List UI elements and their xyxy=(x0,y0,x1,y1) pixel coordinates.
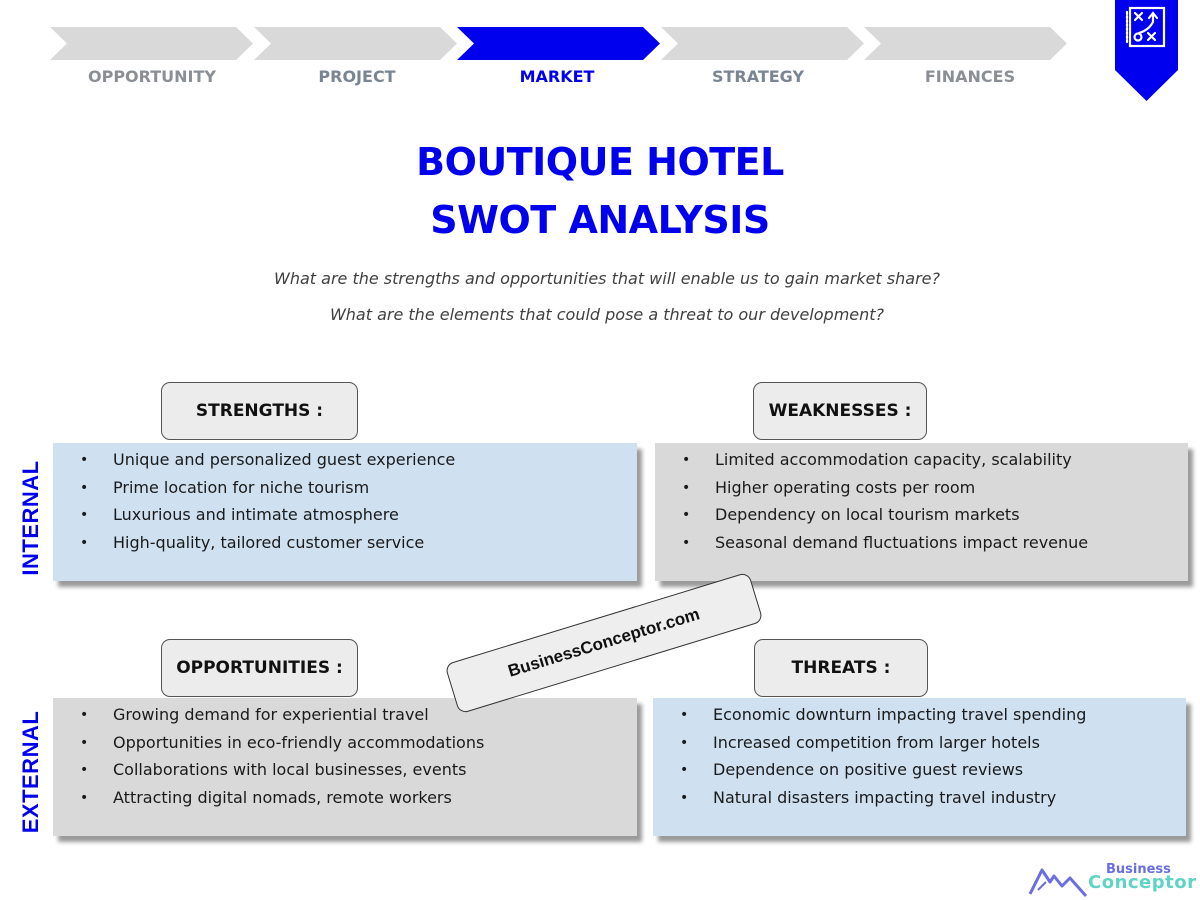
list-item: Seasonal demand fluctuations impact reve… xyxy=(655,532,1188,560)
watermark-stamp: BusinessConceptor.com xyxy=(444,571,764,715)
step-label-strategy[interactable]: STRATEGY xyxy=(711,67,805,86)
list-item: Higher operating costs per room xyxy=(655,477,1188,505)
opportunities-box: Growing demand for experiential travel O… xyxy=(53,698,637,836)
threats-heading: THREATS : xyxy=(754,639,928,697)
logo-text-business: Business xyxy=(1106,862,1171,877)
list-item: Luxurious and intimate atmosphere xyxy=(53,504,637,532)
opportunities-list: Growing demand for experiential travel O… xyxy=(53,704,637,814)
list-item: Unique and personalized guest experience xyxy=(53,449,637,477)
step-label-finances[interactable]: FINANCES xyxy=(924,67,1016,86)
strategy-play-icon xyxy=(1125,6,1166,48)
list-item: Attracting digital nomads, remote worker… xyxy=(53,787,637,815)
chevron-arrow-icon xyxy=(254,27,457,60)
weaknesses-list: Limited accommodation capacity, scalabil… xyxy=(655,449,1188,559)
brand-logo[interactable]: Business Conceptor xyxy=(1028,858,1196,898)
weaknesses-box: Limited accommodation capacity, scalabil… xyxy=(655,443,1188,581)
list-item: Dependence on positive guest reviews xyxy=(653,759,1186,787)
mountain-logo-icon xyxy=(1028,868,1088,897)
page-title-line2: SWOT ANALYSIS xyxy=(430,198,770,242)
list-item: High-quality, tailored customer service xyxy=(53,532,637,560)
logo-text-conceptor: Conceptor xyxy=(1088,872,1197,893)
section-badge xyxy=(1115,0,1178,101)
page-title-line1: BOUTIQUE HOTEL xyxy=(416,140,784,184)
step-market[interactable] xyxy=(457,27,660,60)
axis-label-external: EXTERNAL xyxy=(18,710,43,834)
threats-box: Economic downturn impacting travel spend… xyxy=(653,698,1186,836)
step-label-project[interactable]: PROJECT xyxy=(318,67,396,86)
axis-label-internal: INTERNAL xyxy=(18,460,43,576)
weaknesses-heading: WEAKNESSES : xyxy=(753,382,927,440)
step-label-opportunity[interactable]: OPPORTUNITY xyxy=(87,67,216,86)
step-finances[interactable] xyxy=(864,27,1067,60)
list-item: Natural disasters impacting travel indus… xyxy=(653,787,1186,815)
strengths-box: Unique and personalized guest experience… xyxy=(53,443,637,581)
subtitle-question-2: What are the elements that could pose a … xyxy=(329,305,885,324)
list-item: Dependency on local tourism markets xyxy=(655,504,1188,532)
list-item: Prime location for niche tourism xyxy=(53,477,637,505)
step-project[interactable] xyxy=(254,27,457,60)
list-item: Collaborations with local businesses, ev… xyxy=(53,759,637,787)
list-item: Economic downturn impacting travel spend… xyxy=(653,704,1186,732)
chevron-arrow-icon xyxy=(661,27,864,60)
list-item: Growing demand for experiential travel xyxy=(53,704,637,732)
chevron-arrow-icon xyxy=(457,27,660,60)
list-item: Increased competition from larger hotels xyxy=(653,732,1186,760)
list-item: Limited accommodation capacity, scalabil… xyxy=(655,449,1188,477)
step-opportunity[interactable] xyxy=(50,27,253,60)
step-label-market[interactable]: MARKET xyxy=(519,67,595,86)
chevron-arrow-icon xyxy=(50,27,253,60)
threats-list: Economic downturn impacting travel spend… xyxy=(653,704,1186,814)
strengths-list: Unique and personalized guest experience… xyxy=(53,449,637,559)
subtitle-question-1: What are the strengths and opportunities… xyxy=(274,269,940,288)
opportunities-heading: OPPORTUNITIES : xyxy=(161,639,358,697)
step-strategy[interactable] xyxy=(661,27,864,60)
chevron-arrow-icon xyxy=(864,27,1067,60)
strengths-heading: STRENGTHS : xyxy=(161,382,358,440)
list-item: Opportunities in eco-friendly accommodat… xyxy=(53,732,637,760)
